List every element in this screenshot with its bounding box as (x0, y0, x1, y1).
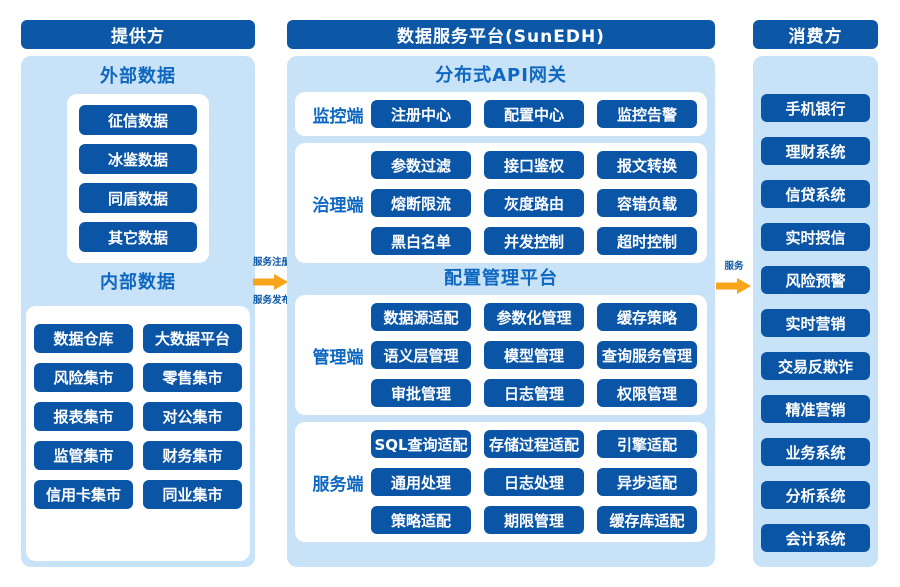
data-source-item: 其它数据 (79, 222, 197, 252)
monitor-grid: 注册中心 配置中心 监控告警 (371, 100, 697, 128)
consumer-item: 分析系统 (761, 481, 870, 509)
group-box-governance: 治理端 参数过滤 接口鉴权 报文转换 熔断限流 灰度路由 容错负载 黑白名单 并… (295, 143, 707, 263)
service-item: 灰度路由 (484, 189, 584, 217)
service-item: 注册中心 (371, 100, 471, 128)
consumer-panel: 手机银行 理财系统 信贷系统 实时授信 风险预警 实时营销 交易反欺诈 精准营销… (753, 56, 878, 567)
service-publish-label: 服务发布 (253, 295, 292, 306)
service-grid: SQL查询适配 存储过程适配 引擎适配 通用处理 日志处理 异步适配 策略适配 … (371, 430, 697, 534)
consumer-item: 实时营销 (761, 309, 870, 337)
service-item: 权限管理 (597, 379, 697, 407)
internal-data-box: 数据仓库 大数据平台 风险集市 零售集市 报表集市 对公集市 监管集市 财务集市… (26, 306, 250, 561)
internal-data-title: 内部数据 (100, 272, 176, 293)
data-source-item: 对公集市 (143, 402, 242, 431)
service-item: 策略适配 (371, 506, 471, 534)
consumer-item: 信贷系统 (761, 180, 870, 208)
arrow-right-icon (716, 278, 751, 294)
service-item: 熔断限流 (371, 189, 471, 217)
data-source-item: 大数据平台 (143, 324, 242, 353)
consumer-item: 会计系统 (761, 524, 870, 552)
consumer-item: 手机银行 (761, 94, 870, 122)
governance-grid: 参数过滤 接口鉴权 报文转换 熔断限流 灰度路由 容错负载 黑白名单 并发控制 … (371, 151, 697, 255)
external-data-title: 外部数据 (100, 66, 176, 87)
group-box-service: 服务端 SQL查询适配 存储过程适配 引擎适配 通用处理 日志处理 异步适配 策… (295, 422, 707, 542)
platform-column: 数据服务平台(SunEDH) 分布式API网关 监控端 注册中心 配置中心 监控… (287, 20, 715, 567)
provider-header: 提供方 (21, 20, 255, 49)
config-platform-title: 配置管理平台 (444, 268, 558, 289)
consumer-item: 精准营销 (761, 395, 870, 423)
consumer-column: 消费方 手机银行 理财系统 信贷系统 实时授信 风险预警 实时营销 交易反欺诈 … (753, 20, 878, 567)
group-label-service: 服务端 (312, 474, 364, 495)
provider-panel: 外部数据 征信数据 冰鉴数据 同盾数据 其它数据 内部数据 数据仓库 大数据平台… (21, 56, 255, 567)
service-item: 日志处理 (484, 468, 584, 496)
data-source-item: 同业集市 (143, 480, 242, 509)
consumer-item: 交易反欺诈 (761, 352, 870, 380)
group-box-monitor: 监控端 注册中心 配置中心 监控告警 (295, 92, 707, 136)
data-source-item: 风险集市 (34, 363, 133, 392)
group-box-management: 管理端 数据源适配 参数化管理 缓存策略 语义层管理 模型管理 查询服务管理 审… (295, 295, 707, 415)
service-register-flow: 服务注册 服务发布 (253, 257, 292, 307)
service-item: 存储过程适配 (484, 430, 584, 458)
data-source-item: 冰鉴数据 (79, 144, 197, 174)
service-item: 报文转换 (597, 151, 697, 179)
service-item: 黑白名单 (371, 227, 471, 255)
service-item: 日志管理 (484, 379, 584, 407)
service-item: 配置中心 (484, 100, 584, 128)
service-item: 审批管理 (371, 379, 471, 407)
group-label-monitor: 监控端 (312, 106, 364, 127)
service-item: 超时控制 (597, 227, 697, 255)
service-item: 参数化管理 (484, 303, 584, 331)
data-source-item: 财务集市 (143, 441, 242, 470)
service-item: 语义层管理 (371, 341, 471, 369)
service-register-label: 服务注册 (253, 257, 292, 268)
service-item: 并发控制 (484, 227, 584, 255)
service-item: 缓存策略 (597, 303, 697, 331)
api-gateway-title: 分布式API网关 (435, 65, 567, 86)
platform-header: 数据服务平台(SunEDH) (287, 20, 715, 49)
data-source-item: 报表集市 (34, 402, 133, 431)
data-source-item: 数据仓库 (34, 324, 133, 353)
service-item: 模型管理 (484, 341, 584, 369)
service-item: 参数过滤 (371, 151, 471, 179)
consumer-item: 业务系统 (761, 438, 870, 466)
consumer-item: 理财系统 (761, 137, 870, 165)
provider-column: 提供方 外部数据 征信数据 冰鉴数据 同盾数据 其它数据 内部数据 数据仓库 大… (21, 20, 255, 567)
data-source-item: 信用卡集市 (34, 480, 133, 509)
service-item: 数据源适配 (371, 303, 471, 331)
data-source-item: 监管集市 (34, 441, 133, 470)
service-item: 异步适配 (597, 468, 697, 496)
service-item: 容错负载 (597, 189, 697, 217)
data-source-item: 零售集市 (143, 363, 242, 392)
service-item: 引擎适配 (597, 430, 697, 458)
management-grid: 数据源适配 参数化管理 缓存策略 语义层管理 模型管理 查询服务管理 审批管理 … (371, 303, 697, 407)
service-item: 期限管理 (484, 506, 584, 534)
service-item: 查询服务管理 (597, 341, 697, 369)
group-label-governance: 治理端 (312, 195, 364, 216)
service-label: 服务 (724, 261, 744, 272)
service-item: SQL查询适配 (371, 430, 471, 458)
service-item: 接口鉴权 (484, 151, 584, 179)
service-item: 监控告警 (597, 100, 697, 128)
consumer-item: 实时授信 (761, 223, 870, 251)
external-data-box: 征信数据 冰鉴数据 同盾数据 其它数据 (67, 94, 209, 263)
service-item: 缓存库适配 (597, 506, 697, 534)
platform-panel: 分布式API网关 监控端 注册中心 配置中心 监控告警 治理端 参数过滤 接口鉴… (287, 56, 715, 567)
consumer-item: 风险预警 (761, 266, 870, 294)
service-flow: 服务 (716, 261, 752, 299)
arrow-right-icon (253, 274, 288, 290)
data-source-item: 征信数据 (79, 105, 197, 135)
service-item: 通用处理 (371, 468, 471, 496)
group-label-management: 管理端 (312, 347, 364, 368)
data-source-item: 同盾数据 (79, 183, 197, 213)
consumer-header: 消费方 (753, 20, 878, 49)
